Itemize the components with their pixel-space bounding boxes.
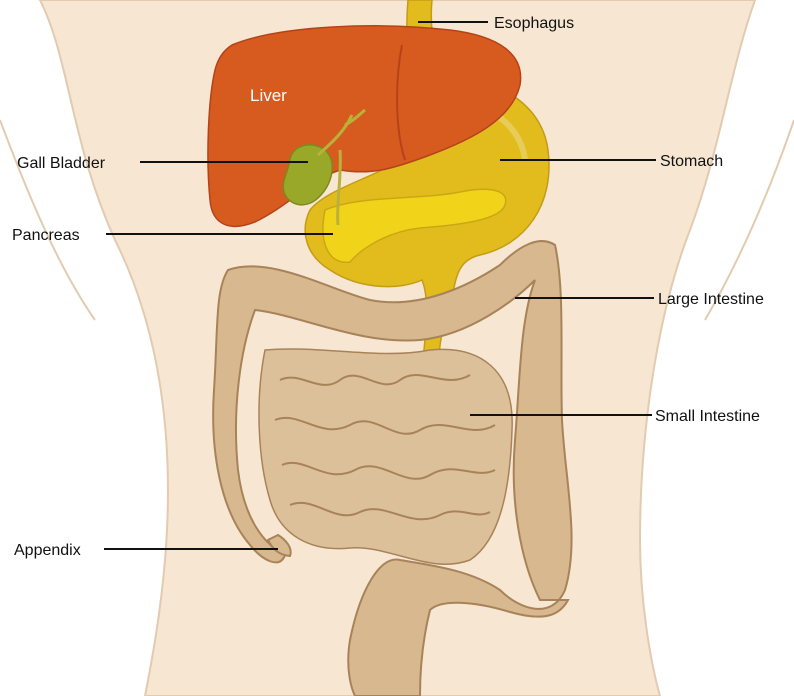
small-intestine-organ: [259, 349, 512, 564]
liver-label: Liver: [250, 86, 287, 105]
gall-bladder-label: Gall Bladder: [17, 155, 106, 172]
pancreas-label: Pancreas: [12, 227, 80, 244]
left-arm: [0, 120, 95, 320]
right-arm: [705, 120, 794, 320]
esophagus-label: Esophagus: [494, 15, 574, 32]
stomach-label: Stomach: [660, 153, 723, 170]
small-intestine-label: Small Intestine: [655, 408, 760, 425]
large-intestine-label: Large Intestine: [658, 291, 764, 308]
appendix-label: Appendix: [14, 542, 81, 559]
